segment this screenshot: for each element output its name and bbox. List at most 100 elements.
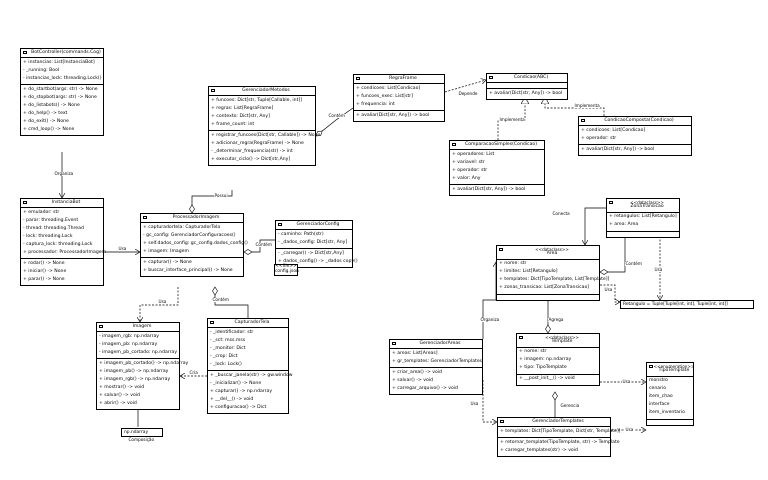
- attribute: - gc_config: GerenciadorConfiguracoes(): [143, 232, 236, 238]
- method: + dados_config() -> _dados copy(): [278, 258, 358, 264]
- method: + do_startbot(args: str) -> None: [23, 86, 98, 92]
- relation-label: Organiza: [480, 317, 500, 323]
- attribute: - _monitor: Dict: [210, 345, 246, 351]
- attribute: - _lock: Lock(): [210, 361, 242, 367]
- relation-label: Agrega: [548, 317, 564, 323]
- method: + imagem_rgb() -> np.ndarray: [99, 376, 171, 382]
- method: + capturar() -> np.ndarray: [210, 388, 273, 394]
- attribute: + valor: Any: [452, 175, 481, 181]
- attribute: + contexto: Dict[str, Any]: [211, 113, 270, 119]
- relation-label: Contém: [212, 297, 230, 303]
- relation-label: Gerencia: [560, 403, 580, 409]
- class-cond: Condicao(ABC) + avaliar(Dict[str, Any]) -…: [486, 73, 568, 101]
- attribute: - _identificador: str: [210, 329, 254, 335]
- method: + carregar_arquivo() -> void: [392, 385, 458, 391]
- attribute: - _dados_config: Dict[str, Any]: [278, 239, 348, 245]
- method: - _carregar() -> Dict[str,Any]: [278, 250, 344, 256]
- class-icon: [581, 119, 585, 122]
- class-header: BotController(commands.Cog): [21, 49, 103, 57]
- attribute: + nome: str: [519, 349, 547, 355]
- class-icon: [356, 77, 360, 80]
- class-header: GerenciadorMetodos: [209, 87, 315, 95]
- class-header: CapturadorTela: [208, 319, 288, 327]
- config-note-stereotype: <<file>>: [275, 264, 297, 270]
- method: + __post_init__() -> void: [519, 376, 575, 382]
- attribute: + retangulos: List[Retangulo]: [609, 214, 677, 220]
- relation-label: Usa: [470, 401, 479, 407]
- class-icon: [500, 420, 504, 423]
- method: + criar_area() -> void: [392, 369, 442, 375]
- attribute: - imagem_pb: np.ndarray: [99, 341, 158, 347]
- method: + capturar() -> None: [143, 259, 192, 265]
- relation-line-zt-area: [585, 207, 606, 245]
- method: + avaliar(Dict[str, Any]) -> bool: [356, 112, 430, 118]
- attribute: - imagem_pb_cortado: np.ndarray: [99, 349, 178, 355]
- attributes-section: + condicoes: List[Condicao]+ operador: s…: [579, 125, 691, 144]
- attribute: + operador: str: [581, 135, 617, 141]
- retangulo-alias-box: Retangulo = Tuple[Tuple[int, int], Tuple…: [620, 300, 754, 309]
- class-img: Imagem- imagem_rgb: np.ndarray- imagem_p…: [96, 322, 188, 411]
- methods-section: + _buscar_janela(str) -> gw.window- _ini…: [208, 370, 293, 413]
- class-cs: ComparacaoSimples(Condicao)+ operadores:…: [449, 140, 545, 197]
- method: + iniciar() -> None: [23, 268, 67, 274]
- class-header: InstanciaBot: [21, 199, 103, 207]
- class-header: <<dataclass>>ZonaTransicao: [607, 199, 679, 212]
- method: + buscar_interface_principal() -> None: [143, 267, 233, 273]
- class-gc: GerenciadorConfig- caminho: Path(str)- _…: [275, 220, 358, 269]
- attributes-section: + emulador: str- parar: threading.Event-…: [21, 207, 106, 258]
- methods-section: + retornar_template(TipoTemplate, str) -…: [498, 437, 620, 456]
- class-name: ProcessadorImagem: [172, 215, 220, 220]
- methods-section: - _carregar() -> Dict[str,Any] + dados_co…: [276, 248, 358, 267]
- class-icon: [392, 342, 396, 345]
- class-name: GerenciadorAreas: [419, 341, 461, 346]
- method: + registrar_funcoes(Dict[str, Callable])…: [211, 132, 321, 138]
- class-gt: GerenciadorTemplates + templates: Dict[Ti…: [497, 417, 621, 458]
- method: + parar() -> None: [23, 276, 65, 282]
- methods-section: [647, 418, 693, 425]
- method: - _determinar_frequencia(str) -> int: [211, 148, 293, 154]
- class-name: CapturadorTela: [234, 320, 270, 325]
- class-icon: [278, 223, 282, 226]
- class-header: GerenciadorConfig: [276, 221, 352, 229]
- attributes-section: + templates: Dict[TipoTemplate, Dict[str…: [498, 426, 621, 437]
- class-stereotype: <<enumeration>>: [653, 364, 695, 369]
- class-ct: CapturadorTela - _identificador: str- _sc…: [207, 318, 293, 415]
- method: + retornar_template(TipoTemplate, str) -…: [500, 439, 620, 445]
- class-header: GerenciadorTemplates: [498, 418, 610, 426]
- relation-label: Contém: [625, 261, 643, 267]
- methods-section: + avaliar(Dict[str, Any]) -> bool: [579, 144, 691, 155]
- attribute: + imagem: Imagem: [143, 248, 189, 254]
- class-stereotype: <<dataclass>>: [630, 200, 664, 205]
- attribute: + tipo: TipoTemplate: [519, 365, 567, 371]
- class-header: CondicaoComposta(Condicao): [579, 117, 691, 125]
- method: + configuracao() -> Dict: [210, 404, 267, 410]
- class-proc: ProcessadorImagem+ capturadortela: Captu…: [140, 213, 248, 278]
- class-icon: [499, 248, 503, 251]
- attributes-section: - _identificador: str- _sct: mss.mss- _m…: [208, 327, 288, 370]
- relation-label: Conecta: [552, 211, 571, 217]
- class-header: Condicao(ABC): [487, 74, 567, 82]
- class-icon: [519, 336, 523, 339]
- methods-section: + capturar() -> None + buscar_interface_p…: [141, 257, 243, 276]
- class-tpl: <<dataclass>>Template+ nome: str+ imagem…: [516, 333, 600, 386]
- relation-label: Contém: [328, 113, 346, 119]
- class-cc: CondicaoComposta(Condicao)+ condicoes: L…: [578, 116, 692, 157]
- methods-section: + avaliar(Dict[str, Any]) -> bool: [450, 184, 544, 195]
- class-name: GerenciadorConfig: [296, 222, 340, 227]
- attribute: item_chao: [649, 394, 673, 400]
- attribute: cenario: [649, 386, 667, 392]
- attribute: - imagem_rgb: np.ndarray: [99, 333, 160, 339]
- method: + do_stopbot(args: str) -> None: [23, 94, 97, 100]
- method: + mostrar() -> void: [99, 384, 145, 390]
- retangulo-alias-label: Retangulo = Tuple[Tuple[int, int], Tuple…: [623, 302, 728, 307]
- attribute: - lock: threading.Lock: [23, 233, 73, 239]
- relation-line-proc-gm: [189, 190, 233, 214]
- method: + do_exit() -> None: [23, 118, 69, 124]
- class-header: ComparacaoSimples(Condicao): [450, 141, 544, 149]
- method: + avaliar(Dict[str, Any]) -> bool: [489, 90, 563, 96]
- class-name: RegraFrame: [389, 76, 417, 81]
- attribute: + frame_count: int: [211, 121, 255, 127]
- attribute: + templates: Dict[TipoTemplate, Dict[str…: [500, 428, 621, 434]
- methods-section: [497, 293, 599, 300]
